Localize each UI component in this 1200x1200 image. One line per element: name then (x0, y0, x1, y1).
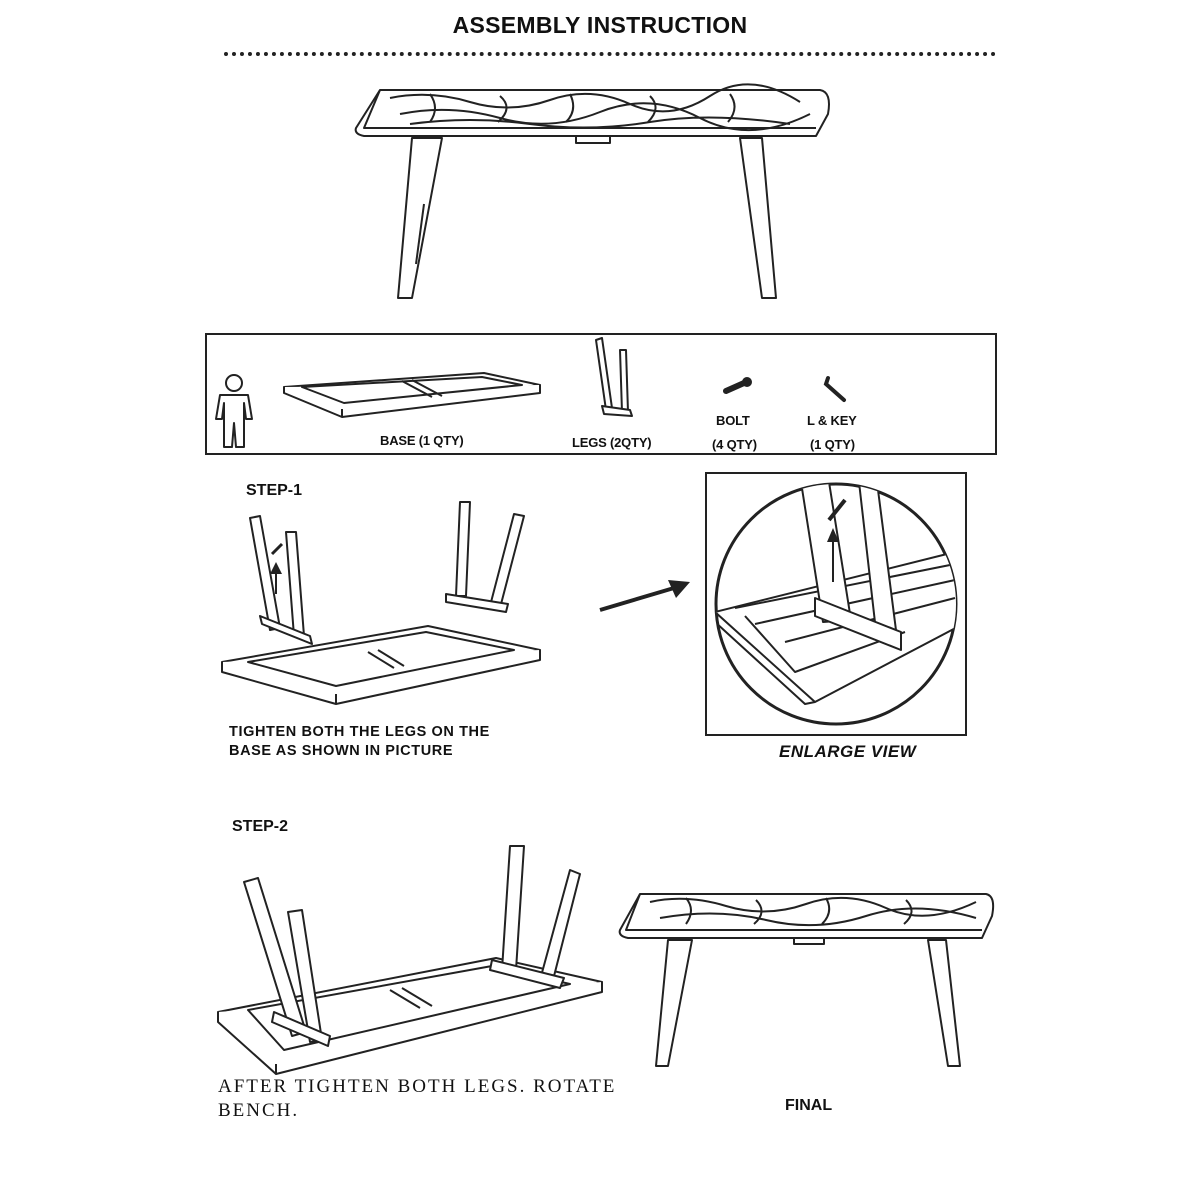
parts-list-box (205, 333, 997, 455)
step1-instruction-line1: TIGHTEN BOTH THE LEGS ON THE (229, 724, 490, 740)
legs-icon (595, 337, 633, 417)
magnifier-view (714, 482, 958, 726)
legs-caption: LEGS (2QTY) (572, 435, 652, 450)
base-caption: BASE (1 QTY) (380, 433, 464, 448)
enlarge-view-box (705, 472, 967, 736)
enlarge-view-caption: ENLARGE VIEW (779, 742, 917, 761)
step2-illustration (217, 845, 603, 1075)
step2-instruction-line1: AFTER TIGHTEN BOTH LEGS. ROTATE (218, 1076, 617, 1097)
final-caption: FINAL (785, 1097, 833, 1114)
base-frame-icon (283, 372, 541, 418)
step2-instruction-line2: BENCH. (218, 1100, 300, 1121)
key-caption: L & KEY (807, 413, 857, 428)
person-icon (215, 374, 253, 448)
step2-label: STEP-2 (232, 818, 289, 835)
bolt-icon (723, 377, 752, 394)
arrow-icon (599, 580, 690, 612)
bench-top-illustration (354, 83, 830, 299)
step1-illustration (221, 501, 541, 705)
step1-instruction-line2: BASE AS SHOWN IN PICTURE (229, 743, 454, 759)
bolt-caption: BOLT (716, 413, 750, 428)
l-key-icon (823, 376, 846, 402)
title-divider (224, 52, 996, 56)
page-title: ASSEMBLY INSTRUCTION (452, 12, 748, 38)
bolt-qty: (4 QTY) (712, 437, 757, 452)
final-bench-illustration (618, 893, 995, 1067)
key-qty: (1 QTY) (810, 437, 855, 452)
step1-label: STEP-1 (246, 482, 303, 499)
